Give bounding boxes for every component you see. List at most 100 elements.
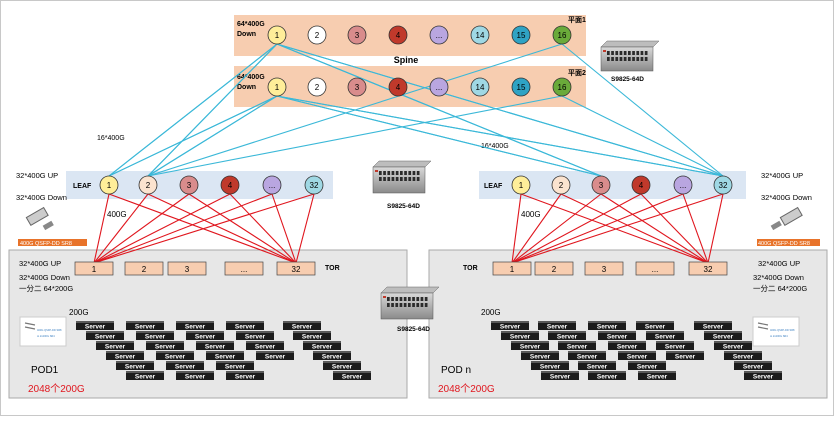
spine-2-node-1[interactable]: 1 xyxy=(267,77,287,97)
module-label-left: 400G QSFP-DD SR8 xyxy=(20,241,72,247)
spine-2-node-8[interactable]: 16 xyxy=(552,77,572,97)
tor-node-label: 1 xyxy=(510,265,515,274)
tor-right-node-4[interactable]: ... xyxy=(635,261,675,276)
server: Server xyxy=(628,361,666,371)
leaf-right-node-3[interactable]: 3 xyxy=(591,175,611,195)
spine-1-node-7[interactable]: 15 xyxy=(511,25,531,45)
server-label: Server xyxy=(703,324,724,331)
server-label: Server xyxy=(322,354,343,361)
pod-n-capacity: 2048个200G xyxy=(438,383,495,395)
tor-link-label-left: 400G xyxy=(107,210,127,219)
leaf-tor-link xyxy=(93,193,190,264)
leaf-left-node-1[interactable]: 1 xyxy=(99,175,119,195)
spine-2-node-3[interactable]: 3 xyxy=(347,77,367,97)
leaf-left-node-3[interactable]: 3 xyxy=(179,175,199,195)
server-label: Server xyxy=(587,364,608,371)
pod-1-name: POD1 xyxy=(31,365,59,376)
server: Server xyxy=(323,361,361,371)
leaf-node-label: 3 xyxy=(599,181,604,190)
spine-leaf-link xyxy=(276,95,602,177)
server-label: Server xyxy=(577,354,598,361)
spine-2-node-5[interactable]: ... xyxy=(429,77,449,97)
server-label: Server xyxy=(255,344,276,351)
spine-leaf-link xyxy=(147,43,563,177)
tor-right-node-5[interactable]: 32 xyxy=(688,261,728,276)
spine-node-label: 1 xyxy=(275,31,280,40)
spine-2-node-7[interactable]: 15 xyxy=(511,77,531,97)
spine-1-node-3[interactable]: 3 xyxy=(347,25,367,45)
leaf-tor-link xyxy=(93,193,110,264)
tor-up-label-right: 32*400G UP xyxy=(758,259,800,268)
server: Server xyxy=(538,321,576,331)
leaf-right-node-1[interactable]: 1 xyxy=(511,175,531,195)
server-label: Server xyxy=(733,354,754,361)
tor-left-node-5[interactable]: 32 xyxy=(276,261,316,276)
server-label: Server xyxy=(547,324,568,331)
spine-node-label: 16 xyxy=(558,31,567,40)
leaf-tor-link xyxy=(511,193,642,264)
server-label: Server xyxy=(607,334,628,341)
spine-1-node-2[interactable]: 2 xyxy=(307,25,327,45)
tor-left-node-4[interactable]: ... xyxy=(224,261,264,276)
server: Server xyxy=(176,371,214,381)
leaf-left-node-5[interactable]: ... xyxy=(262,175,282,195)
leaf-node-label: 4 xyxy=(639,181,644,190)
tor-left-node-3[interactable]: 3 xyxy=(167,261,207,276)
server: Server xyxy=(724,351,762,361)
server-label: Server xyxy=(185,324,206,331)
server-label: Server xyxy=(342,374,363,381)
spine-1-node-8[interactable]: 16 xyxy=(552,25,572,45)
leaf-node-label: 32 xyxy=(719,181,728,190)
leaf-node-label: 1 xyxy=(519,181,524,190)
server: Server xyxy=(196,341,234,351)
tor-left-node-1[interactable]: 1 xyxy=(74,261,114,276)
server-label: Server xyxy=(723,344,744,351)
server-label: Server xyxy=(530,354,551,361)
spine-leaf-link xyxy=(108,43,278,177)
server: Server xyxy=(638,371,676,381)
server-link-label-left: 200G xyxy=(69,308,89,317)
module-card-left-line-2: to 2x200G SR4 xyxy=(37,334,55,338)
spine-1-node-4[interactable]: 4 xyxy=(388,25,408,45)
server-label: Server xyxy=(617,344,638,351)
server-label: Server xyxy=(125,364,146,371)
leaf-right-node-2[interactable]: 2 xyxy=(551,175,571,195)
leaf-node-label: 3 xyxy=(187,181,192,190)
leaf-right-node-6[interactable]: 32 xyxy=(713,175,733,195)
plane-1-label: 平面1 xyxy=(568,16,586,24)
spine-leaf-link xyxy=(276,43,724,177)
module-card-right: 400G QSFP-DD SR8 to 2x200G SR4 xyxy=(752,316,800,347)
leaf-left-node-2[interactable]: 2 xyxy=(138,175,158,195)
tor-left-node-2[interactable]: 2 xyxy=(124,261,164,276)
leaf-tor-link xyxy=(511,193,522,264)
spine-2-node-6[interactable]: 14 xyxy=(470,77,490,97)
server: Server xyxy=(166,361,204,371)
spine-2-node-4[interactable]: 4 xyxy=(388,77,408,97)
tor-right-node-1[interactable]: 1 xyxy=(492,261,532,276)
tor-right-node-2[interactable]: 2 xyxy=(534,261,574,276)
server: Server xyxy=(186,331,224,341)
leaf-up-label-left: 32*400G UP xyxy=(16,171,58,180)
server-label: Server xyxy=(195,334,216,341)
spine-1-node-6[interactable]: 14 xyxy=(470,25,490,45)
spine-1-node-5[interactable]: ... xyxy=(429,25,449,45)
leaf-right-node-4[interactable]: 4 xyxy=(631,175,651,195)
server-label: Server xyxy=(105,344,126,351)
server-label: Server xyxy=(95,334,116,341)
tor-right-node-3[interactable]: 3 xyxy=(584,261,624,276)
server-label: Server xyxy=(225,364,246,371)
leaf-left-node-4[interactable]: 4 xyxy=(220,175,240,195)
spine-1-node-1[interactable]: 1 xyxy=(267,25,287,45)
server-label: Server xyxy=(235,324,256,331)
leaf-left-node-6[interactable]: 32 xyxy=(304,175,324,195)
spine-node-label: 2 xyxy=(315,31,320,40)
spine-leaf-link xyxy=(561,95,724,177)
server-label: Server xyxy=(500,324,521,331)
spine-node-label: 3 xyxy=(355,83,360,92)
spine-2-node-2[interactable]: 2 xyxy=(307,77,327,97)
spine-node-label: 15 xyxy=(517,83,526,92)
leaf-node-label: 32 xyxy=(310,181,319,190)
spine-1-down-label-a: 64*400G xyxy=(237,21,265,28)
leaf-right-node-5[interactable]: ... xyxy=(673,175,693,195)
